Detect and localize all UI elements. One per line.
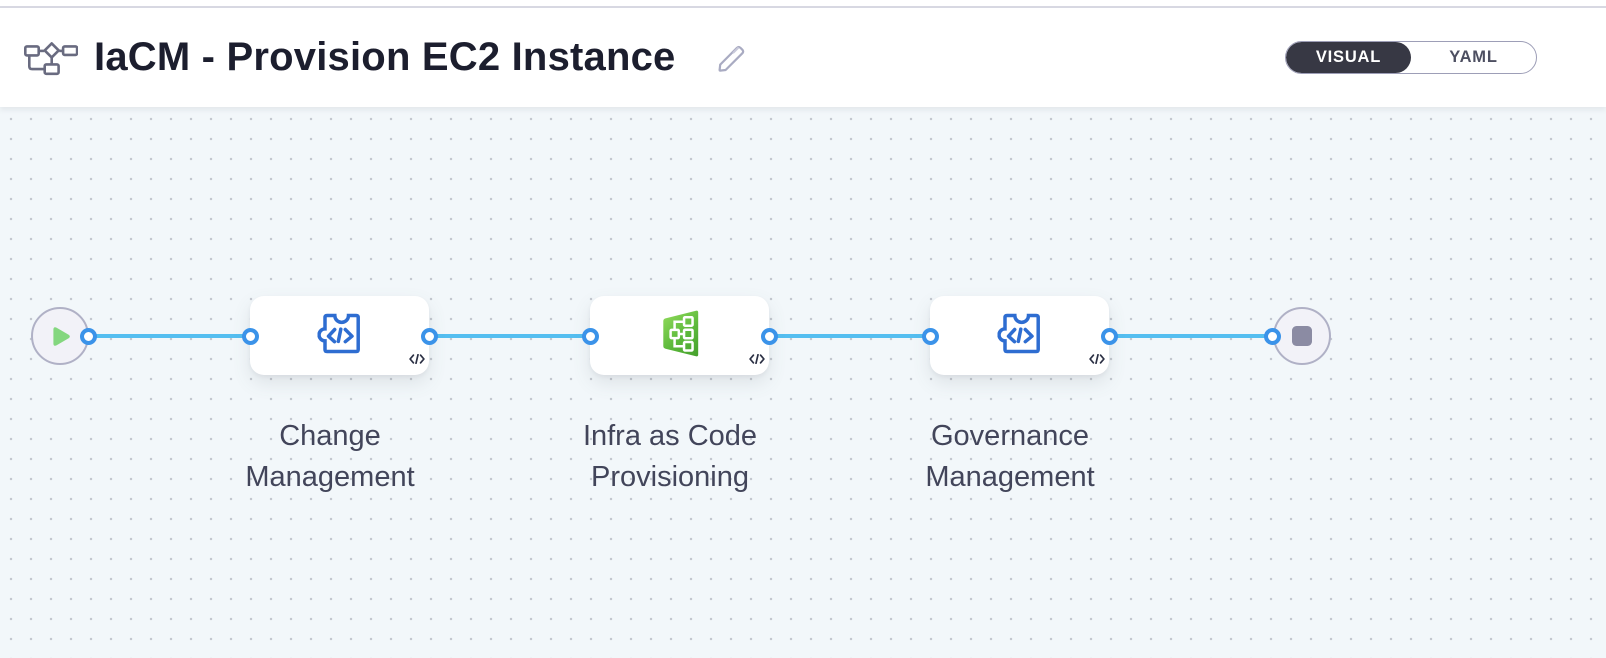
header-left: IaCM - Provision EC2 Instance xyxy=(24,8,750,107)
link-stage1-to-stage2 xyxy=(429,334,590,338)
pipeline-header: IaCM - Provision EC2 Instance VISUAL YAM… xyxy=(0,8,1606,107)
toggle-visual[interactable]: VISUAL xyxy=(1286,42,1411,73)
port-stage3-in[interactable] xyxy=(921,327,939,345)
custom-stage-puzzle-icon xyxy=(996,313,1042,358)
port-stage1-in[interactable] xyxy=(241,327,259,345)
link-start-to-stage1 xyxy=(88,334,250,338)
port-stage1-out[interactable] xyxy=(420,327,438,345)
view-toggle: VISUAL YAML xyxy=(1285,41,1537,74)
play-icon xyxy=(52,326,70,346)
stage-card-governance-management[interactable] xyxy=(930,296,1109,375)
code-icon xyxy=(409,351,425,369)
port-start-out[interactable] xyxy=(79,327,97,345)
stop-icon xyxy=(1292,326,1312,346)
iacm-green-icon xyxy=(661,309,699,362)
page-title: IaCM - Provision EC2 Instance xyxy=(94,35,676,79)
end-node[interactable] xyxy=(1273,307,1331,365)
stage-card-infra-as-code-provisioning[interactable] xyxy=(590,296,769,375)
port-stage2-out[interactable] xyxy=(760,327,778,345)
code-icon xyxy=(749,351,765,369)
top-divider xyxy=(0,6,1606,8)
pipeline-icon xyxy=(24,40,78,76)
stage-card-change-management[interactable] xyxy=(250,296,429,375)
toggle-yaml[interactable]: YAML xyxy=(1411,42,1536,73)
link-stage2-to-stage3 xyxy=(769,334,930,338)
stage-label-governance-management[interactable]: Governance Management xyxy=(925,420,1095,493)
stage-label-change-management[interactable]: Change Management xyxy=(245,420,415,493)
top-strip xyxy=(0,0,1606,6)
stage-label-infra-as-code-provisioning[interactable]: Infra as Code Provisioning xyxy=(582,420,758,493)
port-stage3-out[interactable] xyxy=(1100,327,1118,345)
pencil-icon[interactable] xyxy=(716,41,750,75)
pipeline-canvas[interactable]: Change Management Infra as Code Provisio… xyxy=(0,107,1606,658)
link-stage3-to-end xyxy=(1109,334,1272,338)
port-end-in[interactable] xyxy=(1263,327,1281,345)
start-node[interactable] xyxy=(31,307,89,365)
custom-stage-puzzle-icon xyxy=(316,313,362,358)
code-icon xyxy=(1089,351,1105,369)
port-stage2-in[interactable] xyxy=(581,327,599,345)
